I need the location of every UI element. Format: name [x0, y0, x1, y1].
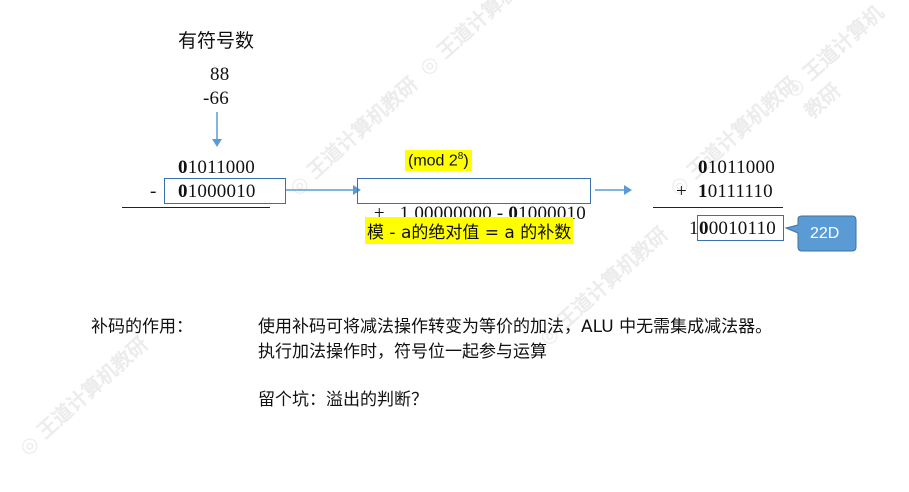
- right-plus-sign: +: [676, 181, 687, 202]
- left-minuend: 01011000: [178, 157, 255, 178]
- right-augend: 01011000: [698, 157, 775, 178]
- note-line-3: 留个坑：溢出的判断？: [258, 390, 428, 410]
- note-line-1: 使用补码可将减法操作转变为等价的加法，ALU 中无需集成减法器。: [258, 317, 773, 337]
- right-result: 00010110: [699, 218, 776, 239]
- left-minus-sign: -: [150, 181, 157, 202]
- mid-expression-box: [357, 178, 591, 204]
- complement-rule: 模 - a的绝对值 = a 的补数: [365, 217, 574, 244]
- left-underline: [122, 207, 270, 208]
- result-callout: [784, 215, 857, 252]
- right-result-box: [697, 215, 784, 241]
- watermark-2: ◎ 王道计算机教研: [414, 0, 553, 80]
- right-underline: [653, 207, 783, 208]
- decimal-88: 88: [210, 64, 230, 85]
- down-arrow-icon: [212, 112, 222, 147]
- watermark-5: ◎ 王道计算机教研: [779, 0, 889, 123]
- watermark-6: ◎ 王道计算机教研: [14, 331, 153, 460]
- page-title: 有符号数: [178, 30, 255, 52]
- left-subtrahend-box: [164, 178, 286, 204]
- mod-label: (mod 28): [405, 150, 472, 172]
- right-arrow-icon: [286, 185, 361, 195]
- note-line-2: 执行加法操作时，符号位一起参与运算: [258, 342, 547, 362]
- left-subtrahend: 01000010: [178, 181, 256, 202]
- right-result-carry: 1: [689, 218, 699, 239]
- note-label: 补码的作用：: [91, 317, 193, 337]
- decimal-neg66: -66: [203, 88, 229, 109]
- callout-text: 22D: [810, 225, 840, 242]
- right-addend: 10111110: [698, 181, 773, 202]
- right-arrow-2-icon: [595, 185, 632, 195]
